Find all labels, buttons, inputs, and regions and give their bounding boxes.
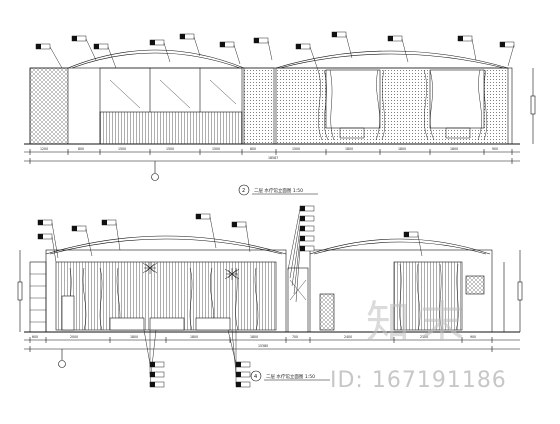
upper-view-number: 2 bbox=[242, 188, 245, 194]
upper-view-title: 二层 水疗馆立面图 1:50 bbox=[254, 187, 303, 194]
svg-text:1200: 1200 bbox=[40, 147, 48, 151]
lower-callout-marks bbox=[38, 206, 409, 387]
upper-dimension-labels: 1200 800 1500 1500 1500 800 1500 1800 1800 180… bbox=[40, 147, 498, 160]
svg-text:1800: 1800 bbox=[345, 147, 353, 151]
svg-text:1800: 1800 bbox=[398, 147, 406, 151]
svg-text:1500: 1500 bbox=[166, 147, 174, 151]
svg-text:600: 600 bbox=[32, 335, 38, 339]
svg-text:700: 700 bbox=[292, 335, 298, 339]
svg-text:1500: 1500 bbox=[212, 147, 220, 151]
svg-text:18587: 18587 bbox=[268, 156, 278, 160]
upper-callouts bbox=[35, 31, 515, 71]
lower-view-marker bbox=[250, 370, 262, 382]
upper-title-block: 2 二层 水疗馆立面图 1:50 bbox=[238, 184, 318, 196]
svg-text:800: 800 bbox=[250, 147, 256, 151]
lower-title-block: 4 二层 水疗馆立面图 1:50 bbox=[250, 370, 330, 382]
lower-view-title: 二层 水疗馆立面图 1:50 bbox=[266, 373, 315, 380]
lower-section-marker bbox=[58, 349, 66, 368]
svg-text:1800: 1800 bbox=[130, 335, 138, 339]
svg-text:1800: 1800 bbox=[450, 147, 458, 151]
svg-text:1500: 1500 bbox=[292, 147, 300, 151]
svg-text:2400: 2400 bbox=[344, 335, 352, 339]
lower-elevation bbox=[17, 235, 523, 352]
svg-text:900: 900 bbox=[470, 335, 476, 339]
lower-dimension-labels: 600 2000 1800 1800 1800 700 2400 2100 900 1538… bbox=[32, 335, 476, 348]
svg-text:800: 800 bbox=[78, 147, 84, 151]
upper-elevation bbox=[24, 49, 536, 164]
watermark-logo-text: 知末 bbox=[366, 297, 474, 348]
svg-text:2000: 2000 bbox=[70, 335, 78, 339]
upper-section-marker bbox=[151, 161, 159, 181]
upper-view-marker bbox=[238, 184, 250, 196]
svg-text:1500: 1500 bbox=[118, 147, 126, 151]
lower-view-number: 4 bbox=[254, 374, 257, 380]
svg-text:2100: 2100 bbox=[420, 335, 428, 339]
svg-text:1800: 1800 bbox=[190, 335, 198, 339]
upper-callout-marks bbox=[36, 32, 505, 49]
svg-text:900: 900 bbox=[492, 147, 498, 151]
svg-text:1800: 1800 bbox=[250, 335, 258, 339]
svg-text:15380: 15380 bbox=[258, 344, 268, 348]
watermark-id-text: ID: 167191186 bbox=[330, 368, 507, 393]
